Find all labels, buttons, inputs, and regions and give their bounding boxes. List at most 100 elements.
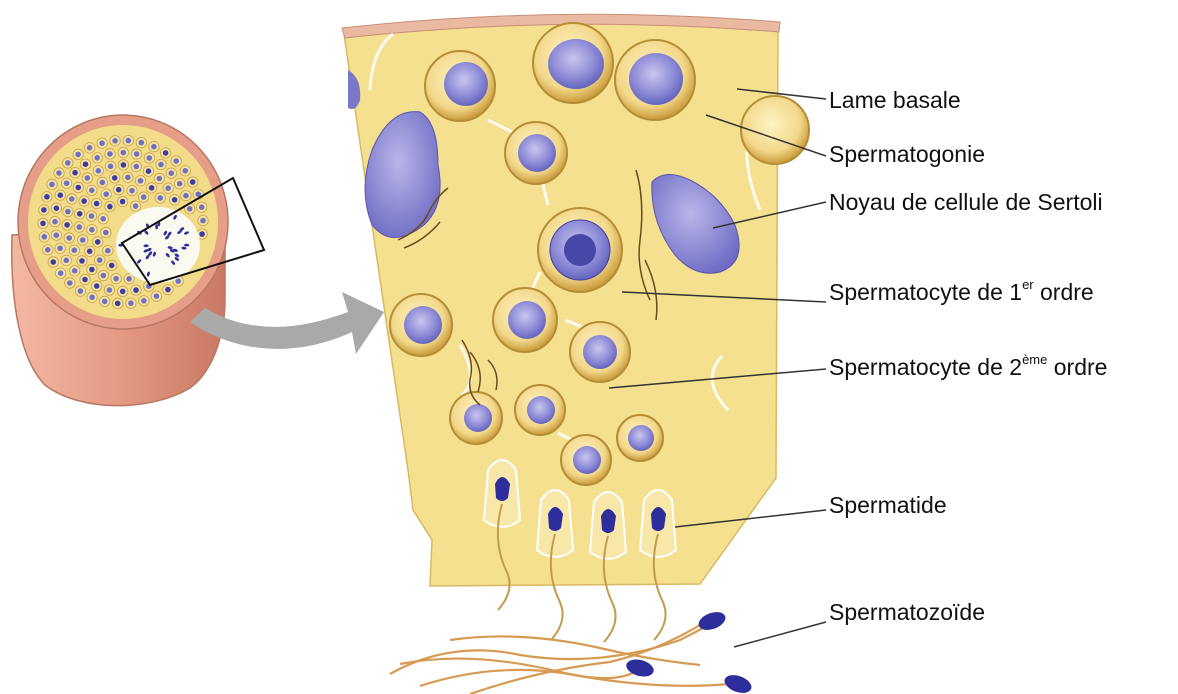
tubule-cell-nucleus [183,193,189,199]
tubule-cell-nucleus [77,224,83,230]
tubule-cell-nucleus [133,203,139,209]
tubule-cell-nucleus [72,268,78,274]
tubule-cell-nucleus [199,204,205,210]
tubule-cell-nucleus [199,231,205,237]
tubule-cell-nucleus [44,194,50,200]
tubule-cell-nucleus [64,180,70,186]
tubule-cell-nucleus [87,145,93,151]
tubule-cell-nucleus [129,188,135,194]
tubule-cell-nucleus [108,164,114,170]
label-spermatocyte-1: Spermatocyte de 1er ordre [829,281,1094,304]
lumen-sperm-head [184,244,189,247]
label-spermatide: Spermatide [829,494,947,517]
tubule-cell-nucleus [158,162,164,168]
tubule-cell-nucleus [157,195,163,201]
tubule-cell-nucleus [94,201,100,207]
tubule-cell-nucleus [42,234,48,240]
tubule-cell-nucleus [77,211,83,217]
tubule-cell-nucleus [200,218,206,224]
tubule-cell-nucleus [112,138,118,144]
tubule-cell-nucleus [134,164,140,170]
tubule-cell-nucleus [151,144,157,150]
tubule-cell-nucleus [125,175,131,181]
spermatid-head [548,507,563,531]
tubule-cell-nucleus [183,168,189,174]
tubule-cell-nucleus [94,155,100,161]
spermatozoon-head [722,672,754,694]
spermatozoa [390,609,754,694]
tubule-cell-nucleus [75,152,81,158]
tubule-cell-nucleus [101,273,107,279]
tubule-cell-nucleus [57,246,63,252]
tubule-cell-nucleus [64,258,70,264]
tubule-cell-nucleus [113,276,119,282]
tubule-cell-nucleus [66,235,72,241]
tubule-cell-nucleus [121,162,127,168]
tubule-cell-nucleus [187,206,193,212]
spermatozoon-head [624,657,655,680]
tubule-cell-nucleus [80,237,86,243]
tubule-cell-nucleus [54,232,60,238]
tubule-cell-nucleus [51,259,57,265]
tubule-cross-section [12,115,228,406]
tubule-cell-nucleus [163,150,169,156]
tubule-cell-nucleus [94,283,100,289]
label-lame-basale: Lame basale [829,89,961,112]
tubule-cell-nucleus [41,207,47,213]
tubule-cell-nucleus [56,170,62,176]
label-spermatocyte-1-main: Spermatocyte de 1 [829,279,1022,305]
tubule-cell-nucleus [146,168,152,174]
tubule-cell-nucleus [115,301,121,307]
tubule-cell-nucleus [58,192,64,198]
tubule-cell-nucleus [147,155,153,161]
tubule-cell-nucleus [141,298,147,304]
spermatozoon-tail [400,659,640,679]
tubule-cell-nucleus [173,158,179,164]
tubule-cell-nucleus [58,270,64,276]
tubule-cell-nucleus [69,196,75,202]
tubule-cell-nucleus [89,227,95,233]
tubule-cell-nucleus [120,289,126,295]
tubule-cell-nucleus [139,140,145,146]
tubule-cell-nucleus [165,287,171,293]
tubule-cell-nucleus [45,247,51,253]
tubule-cell-nucleus [141,194,147,200]
tubule-cell-nucleus [97,257,103,263]
tubule-cell-nucleus [64,222,70,228]
tubule-cell-nucleus [112,175,118,181]
tubule-cell-nucleus [103,230,109,236]
tubule-cell-nucleus [138,178,144,184]
tubule-cell-nucleus [116,187,122,193]
tubule-cell-nucleus [109,263,115,269]
spermatozoon-tail [390,624,710,674]
label-spermatogonie: Spermatogonie [829,143,985,166]
tubule-cell-nucleus [107,151,113,157]
label-spermatocyte-1-tail: ordre [1034,279,1094,305]
tubule-cell-nucleus [67,280,73,286]
epithelium-wedge [342,14,809,642]
tubule-cell-nucleus [128,300,134,306]
tubule-cell-nucleus [85,175,91,181]
tubule-cell-nucleus [103,191,109,197]
tubule-cell-nucleus [76,185,82,191]
label-spermatocyte-2: Spermatocyte de 2ème ordre [829,356,1107,379]
tubule-cell-nucleus [126,138,132,144]
spermatozoon-tail [420,670,730,686]
tubule-cell-nucleus [83,161,89,167]
tubule-cell-nucleus [177,181,183,187]
spermatid-head [651,507,666,531]
tubule-cell-nucleus [52,219,58,225]
tubule-cell-nucleus [79,258,85,264]
tubule-cell-nucleus [149,185,155,191]
tubule-cell-nucleus [49,182,55,188]
tubule-cell-nucleus [165,185,171,191]
tubule-cell-nucleus [72,247,78,253]
leader-line-spermatozoide [734,622,826,647]
tubule-cell-nucleus [133,287,139,293]
tubule-cell-nucleus [100,180,106,186]
spermatid-head [495,477,510,501]
label-spermatocyte-2-sup: ème [1022,352,1047,367]
label-spermatocyte-2-main: Spermatocyte de 2 [829,354,1022,380]
tubule-cell-nucleus [102,299,108,305]
